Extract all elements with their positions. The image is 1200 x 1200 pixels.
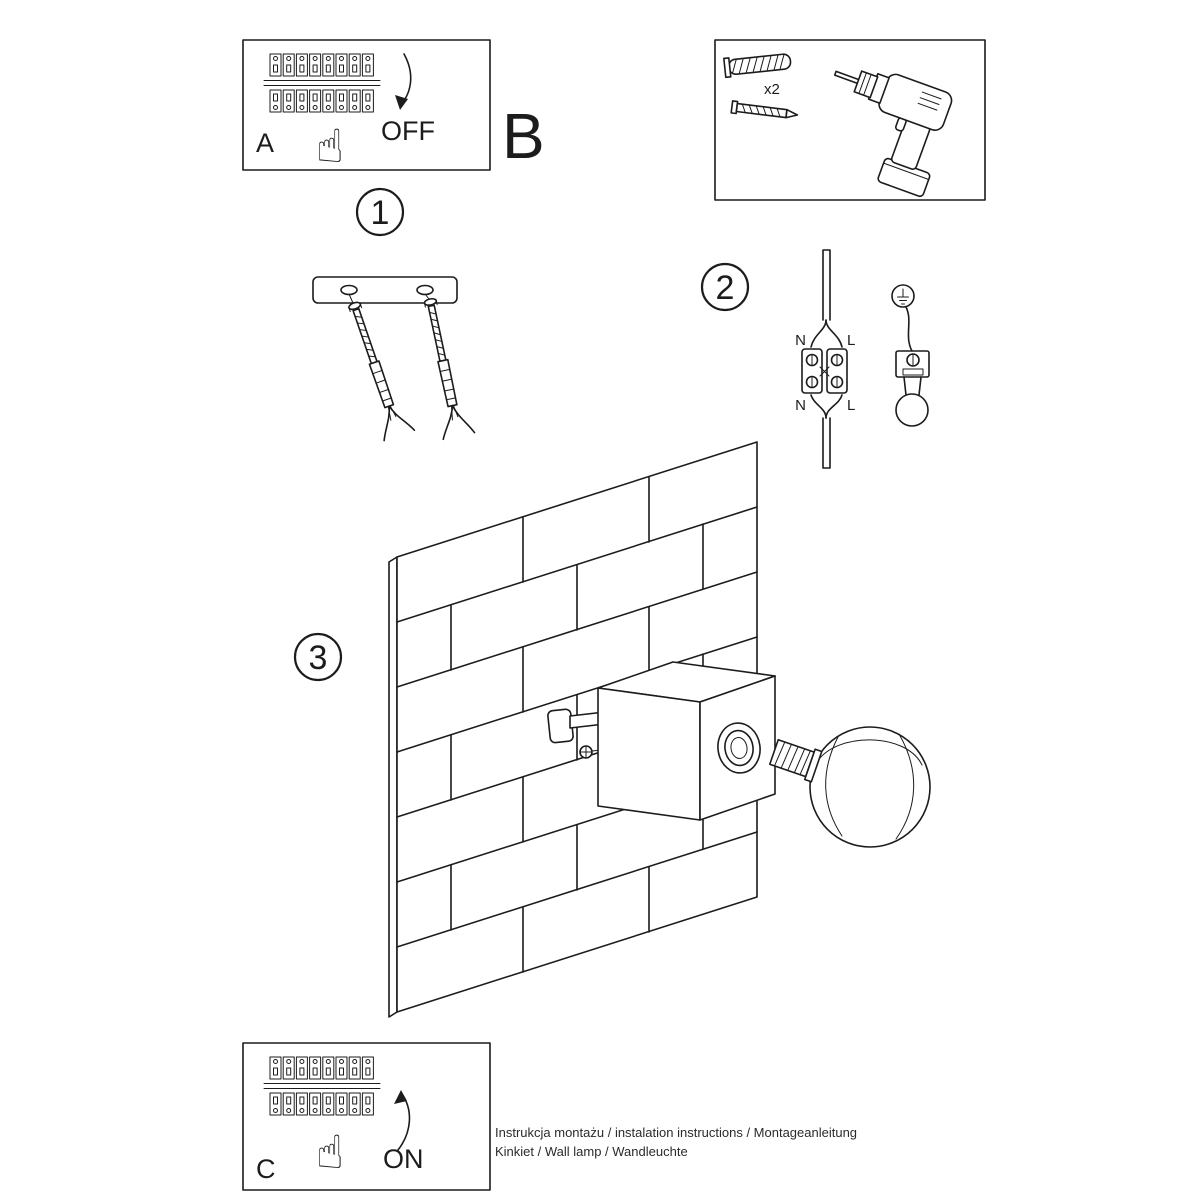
on-arrow-icon bbox=[394, 1090, 409, 1150]
bulb-screw-base bbox=[769, 737, 822, 782]
wiring-diagram: N L N L bbox=[795, 250, 855, 468]
tools-section: x2 bbox=[715, 40, 985, 200]
light-bulb bbox=[769, 727, 930, 847]
off-label: OFF bbox=[381, 116, 435, 146]
anchor-screw-right bbox=[413, 294, 476, 441]
step-3-badge: 3 bbox=[295, 634, 341, 680]
hand-icon-a: ☝ bbox=[316, 119, 344, 173]
ground-connector bbox=[892, 285, 929, 426]
drill-icon bbox=[806, 54, 959, 197]
step-2-badge: 2 bbox=[702, 264, 748, 310]
plug-count-label: x2 bbox=[764, 81, 780, 98]
footer-line1: Instrukcja montażu / instalation instruc… bbox=[495, 1125, 857, 1140]
step-2-number: 2 bbox=[716, 269, 735, 307]
bulb-socket bbox=[715, 720, 764, 775]
wire-label-n-top: N bbox=[795, 332, 806, 349]
panel-a-section: ☝ OFF A bbox=[243, 40, 490, 173]
wire-label-l-top: L bbox=[847, 332, 855, 349]
anchor-screw-left bbox=[337, 297, 416, 442]
off-arrow-icon bbox=[395, 54, 411, 110]
step-1-badge: 1 bbox=[357, 189, 403, 235]
footer-line2: Kinkiet / Wall lamp / Wandleuchte bbox=[495, 1144, 688, 1159]
section-b-letter: B bbox=[502, 100, 545, 172]
wall-plug-icon bbox=[724, 52, 792, 78]
terminal-block bbox=[802, 349, 847, 393]
panel-a-letter: A bbox=[256, 128, 274, 158]
wire-label-n-bottom: N bbox=[795, 397, 806, 414]
mounting-bracket bbox=[313, 277, 457, 303]
wall-lamp bbox=[547, 662, 930, 847]
screw-icon bbox=[731, 101, 798, 121]
panel-c-letter: C bbox=[256, 1154, 276, 1184]
panel-c-section: ☝ ON C bbox=[243, 1043, 490, 1190]
lamp-cube-left-face bbox=[598, 688, 700, 820]
earth-symbol-icon bbox=[898, 289, 909, 304]
hand-icon-c: ☝ bbox=[316, 1125, 344, 1179]
wire-label-l-bottom: L bbox=[847, 397, 855, 414]
step-3-number: 3 bbox=[309, 639, 328, 677]
on-label: ON bbox=[383, 1144, 424, 1174]
step-1-number: 1 bbox=[371, 194, 390, 232]
